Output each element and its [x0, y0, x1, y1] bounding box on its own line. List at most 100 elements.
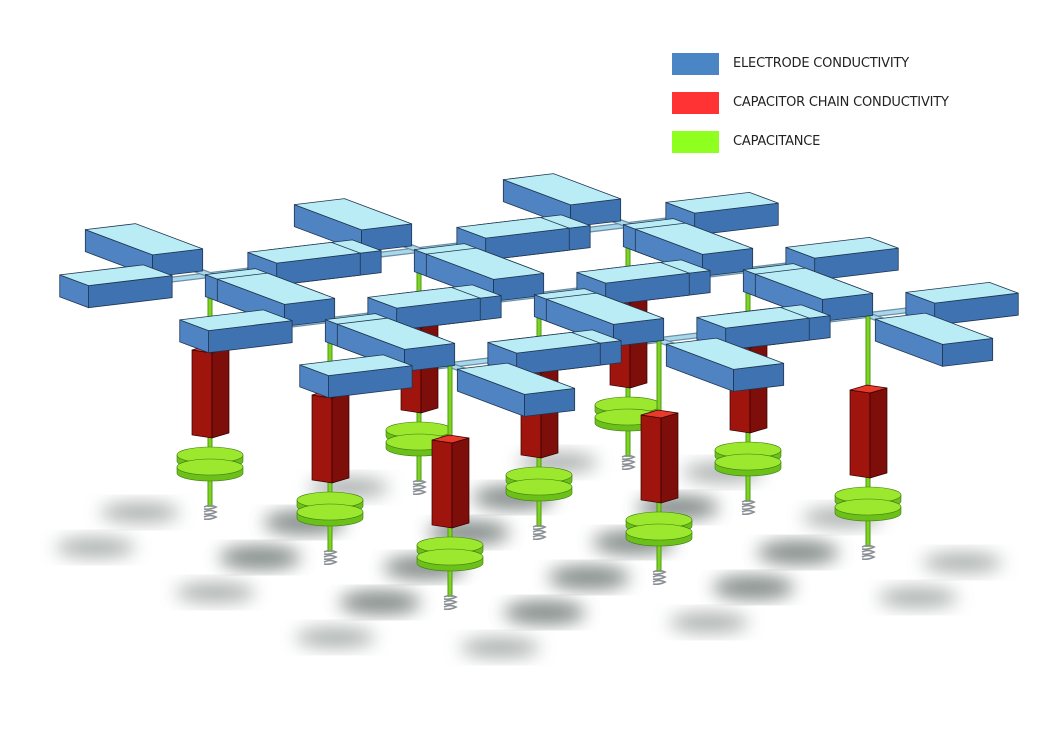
electrode-block-top	[247, 241, 361, 264]
electrode-block	[502, 173, 622, 228]
electrode-block-top	[59, 264, 173, 287]
electrode-block	[59, 264, 173, 309]
capacitor-chain	[176, 275, 244, 521]
ground-icon	[203, 509, 218, 516]
capacitance-disc	[176, 458, 244, 476]
legend-label: CAPACITANCE	[733, 134, 821, 149]
capacitor-block-side	[211, 347, 230, 439]
ground-icon	[532, 529, 547, 536]
capacitor-block-top	[640, 409, 679, 419]
electrode-block-top	[905, 281, 1019, 304]
capacitance-disc	[296, 503, 364, 521]
capacitance-disc	[834, 498, 902, 516]
capacitance-disc	[625, 523, 693, 541]
capacitance-disc	[714, 453, 782, 471]
capacitor-block-side	[451, 437, 470, 529]
capacitor-block-front	[311, 394, 333, 484]
capacitor-chain	[834, 315, 902, 561]
electrode-block	[456, 362, 576, 417]
shadow	[922, 553, 1003, 572]
capacitor-block-front	[191, 349, 213, 439]
electrode-block-top	[179, 309, 293, 332]
ground-icon	[652, 579, 667, 586]
electrode-block	[84, 223, 204, 278]
legend-item-capacitance: CAPACITANCE	[672, 122, 949, 161]
electrode-block	[179, 309, 293, 354]
ground-icon	[203, 504, 218, 511]
electrode-block	[874, 312, 994, 367]
electrode-block-top	[576, 261, 690, 284]
electrode-block-top	[337, 317, 455, 350]
ground-icon	[741, 504, 756, 511]
electrode-block-top	[456, 216, 570, 239]
shadow	[295, 628, 376, 647]
electrode-blocks	[59, 173, 1019, 417]
electrode-block-top	[635, 222, 753, 255]
ground-icon	[532, 524, 547, 531]
capacitor-chain	[625, 340, 693, 586]
ground-icon	[621, 454, 636, 461]
capacitance-disc	[416, 548, 484, 566]
ground-icon	[412, 489, 427, 496]
capacitor-block-front	[640, 414, 662, 504]
shadow	[878, 588, 958, 607]
capacitor-block-front	[849, 389, 871, 479]
legend-swatch	[672, 52, 719, 75]
electrode-block-top	[487, 331, 601, 354]
ground-icon	[443, 604, 458, 611]
capacitor-block-top	[431, 434, 470, 444]
electrode-block-top	[666, 337, 784, 370]
electrode-block	[665, 337, 785, 392]
shadow	[713, 578, 794, 597]
shadow	[549, 568, 629, 587]
ground-icon	[412, 479, 427, 486]
electrode-block	[299, 354, 413, 399]
electrode-block-top	[217, 272, 335, 305]
legend: ELECTRODE CONDUCTIVITY CAPACITOR CHAIN C…	[672, 44, 949, 161]
electrode-block-top	[426, 247, 544, 280]
ground-icon	[652, 574, 667, 581]
ground-icon	[323, 549, 338, 556]
capacitor-block-side	[660, 412, 679, 504]
capacitor-block-side	[331, 392, 350, 484]
capacitor-chain	[416, 365, 484, 611]
capacitor-block-top	[849, 384, 888, 394]
ground-icon	[443, 594, 458, 601]
electrode-block-top	[457, 362, 575, 395]
ground-icon	[443, 599, 458, 606]
electrode-block-top	[546, 292, 664, 325]
electrode-block-top	[696, 306, 810, 329]
shadow	[340, 593, 420, 612]
ground-icon	[741, 499, 756, 506]
ground-icon	[621, 464, 636, 471]
ground-icon	[861, 549, 876, 556]
ground-icon	[741, 509, 756, 516]
capacitance-disc	[505, 478, 573, 496]
ground-icon	[203, 514, 218, 521]
ground-icon	[861, 554, 876, 561]
ground-icon	[323, 554, 338, 561]
electrode-block	[293, 198, 413, 253]
capacitor-block-front	[431, 439, 453, 529]
ground-icon	[412, 484, 427, 491]
legend-swatch	[672, 130, 719, 153]
shadow	[100, 503, 180, 522]
electrode-block-top	[85, 223, 203, 256]
shadow	[504, 603, 585, 622]
ground-icon	[323, 559, 338, 566]
electrode-block-top	[665, 191, 779, 214]
legend-item-capacitor-chain: CAPACITOR CHAIN CONDUCTIVITY	[672, 83, 949, 122]
shadow	[175, 583, 256, 602]
electrode-block-top	[875, 312, 993, 345]
electrode-block-top	[299, 354, 413, 377]
electrode-block-top	[785, 236, 899, 259]
electrode-block-top	[503, 173, 621, 206]
shadow	[55, 538, 136, 557]
ground-icon	[621, 459, 636, 466]
legend-swatch	[672, 91, 719, 114]
shadow	[460, 638, 540, 657]
legend-label: ELECTRODE CONDUCTIVITY	[733, 56, 909, 71]
legend-item-electrode: ELECTRODE CONDUCTIVITY	[672, 44, 949, 83]
